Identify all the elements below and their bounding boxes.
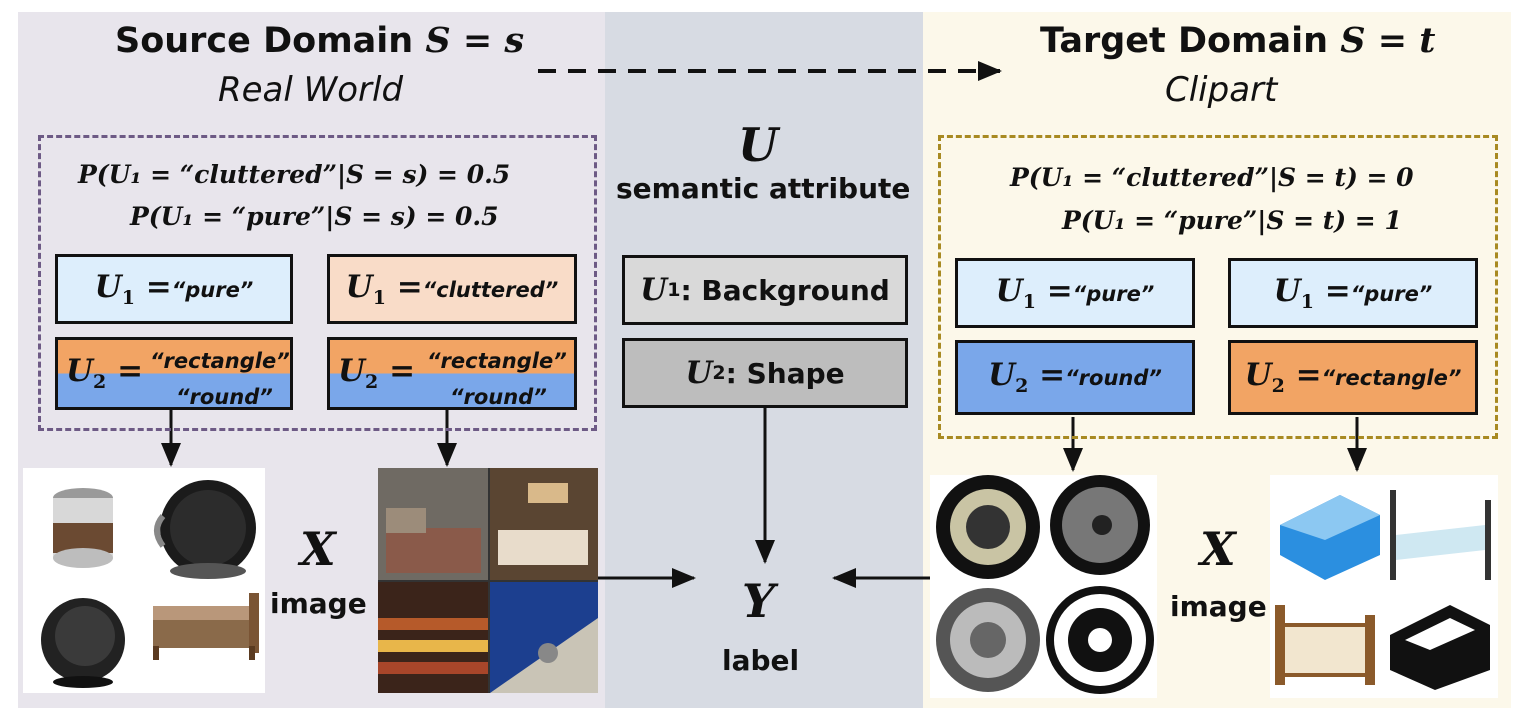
clipart-bed-wood xyxy=(1275,605,1375,685)
source-box2-u2-rectangle: “rectangle” xyxy=(427,349,567,373)
target-rectangle-images xyxy=(1275,490,1491,690)
target-attribute-distribution-box xyxy=(938,135,1498,439)
source-title-math: S = s xyxy=(425,20,525,61)
source-pure-images xyxy=(41,480,259,688)
clipart-speaker-3 xyxy=(936,588,1040,692)
source-domain-subtitle: Real World xyxy=(218,70,404,110)
target-rectangle-image-grid xyxy=(1270,475,1498,698)
source-domain-title: Source Domain S = s xyxy=(115,20,524,61)
target-domain-title: Target Domain S = t xyxy=(1040,20,1435,61)
u1-name: Background xyxy=(701,273,890,307)
u-label: semantic attribute xyxy=(616,172,911,205)
source-x-symbol: X xyxy=(300,522,336,576)
target-prob-cluttered: P(U₁ = “cluttered”|S = t) = 0 xyxy=(1010,163,1414,192)
source-box1-u2-symbol: U2 = xyxy=(66,353,144,394)
sphere-speaker-image xyxy=(41,598,125,688)
clipart-speaker-4 xyxy=(1046,586,1154,694)
clipart-speaker-2 xyxy=(1050,475,1150,575)
source-box1-u2: U2 = “rectangle” “round” xyxy=(55,337,293,410)
cluttered-speaker-photo-4 xyxy=(490,582,598,693)
wooden-bed-image xyxy=(153,593,259,660)
cluttered-bedroom-photo-3 xyxy=(378,582,488,693)
target-prob-pure: P(U₁ = “pure”|S = t) = 1 xyxy=(1062,206,1402,235)
target-box1-u2-expression: U2 =“round” xyxy=(988,357,1162,398)
target-title-text: Target Domain xyxy=(1040,21,1329,61)
target-box2-u2: U2 =“rectangle” xyxy=(1228,340,1478,415)
target-round-images xyxy=(936,475,1154,694)
cluttered-bedroom-photo-2 xyxy=(490,468,598,580)
cylinder-speaker-image xyxy=(53,488,113,568)
source-box2-u1-expression: U1 =“cluttered” xyxy=(345,268,559,310)
source-box1-u2-rectangle: “rectangle” xyxy=(150,349,290,373)
target-title-math: S = t xyxy=(1340,20,1436,61)
source-cluttered-image-grid xyxy=(378,468,598,693)
y-symbol: Y xyxy=(742,574,775,628)
source-box1-u2-round: “round” xyxy=(176,385,273,409)
target-x-label: image xyxy=(1170,590,1267,623)
target-box1-u1: U1 =“pure” xyxy=(955,258,1195,328)
target-box2-u1: U1 =“pure” xyxy=(1228,258,1478,328)
source-box1-u1: U1 =“pure” xyxy=(55,254,293,324)
source-attribute-distribution-box xyxy=(38,135,597,431)
source-box1-u1-expression: U1 =“pure” xyxy=(94,268,254,310)
cluttered-bedroom-photo-1 xyxy=(378,468,488,580)
clipart-bed-black xyxy=(1390,605,1490,690)
target-box2-u2-expression: U2 =“rectangle” xyxy=(1244,357,1462,398)
clipart-bed-frame xyxy=(1390,490,1491,580)
source-prob-pure: P(U₁ = “pure”|S = s) = 0.5 xyxy=(130,202,499,231)
clipart-speaker-1 xyxy=(936,475,1040,579)
clipart-bed-blue xyxy=(1280,495,1380,580)
u-symbol: U xyxy=(738,118,779,172)
target-box1-u1-expression: U1 =“pure” xyxy=(995,272,1155,314)
target-x-symbol: X xyxy=(1200,522,1236,576)
source-box2-u2: U2 = “rectangle” “round” xyxy=(327,337,577,410)
source-pure-image-grid xyxy=(23,468,265,693)
target-box2-u1-expression: U1 =“pure” xyxy=(1273,272,1433,314)
source-title-text: Source Domain xyxy=(115,21,414,61)
source-box2-u2-symbol: U2 = xyxy=(338,353,416,394)
source-cluttered-images xyxy=(378,468,598,693)
target-round-image-grid xyxy=(930,475,1157,698)
u2-name: Shape xyxy=(746,356,845,390)
source-box2-u2-round: “round” xyxy=(450,385,547,409)
target-box1-u2: U2 =“round” xyxy=(955,340,1195,415)
y-label: label xyxy=(722,644,800,677)
source-prob-cluttered: P(U₁ = “cluttered”|S = s) = 0.5 xyxy=(78,160,511,189)
round-black-speaker-image xyxy=(154,480,256,579)
target-domain-subtitle: Clipart xyxy=(1165,70,1278,110)
source-x-label: image xyxy=(270,587,367,620)
source-box2-u1: U1 =“cluttered” xyxy=(327,254,577,324)
